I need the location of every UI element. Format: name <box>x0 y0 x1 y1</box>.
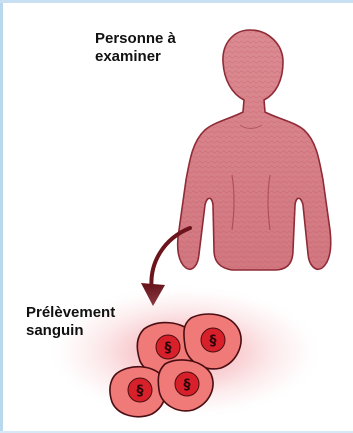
svg-text:§: § <box>184 377 191 393</box>
svg-text:§: § <box>165 340 172 356</box>
blood-sample-label-line-2: sanguin <box>26 322 115 340</box>
svg-text:§: § <box>137 383 144 399</box>
human-silhouette-icon <box>178 30 331 270</box>
blood-cell-icon: § <box>110 367 166 417</box>
blood-sample-label: Prélèvement sanguin <box>26 304 115 340</box>
person-label-line-1: Personne à <box>95 30 176 48</box>
svg-text:§: § <box>210 333 217 349</box>
person-label: Personne à examiner <box>95 30 176 66</box>
blood-sample-label-line-1: Prélèvement <box>26 304 115 322</box>
person-label-line-2: examiner <box>95 48 176 66</box>
blood-cell-icon: § <box>158 360 213 411</box>
